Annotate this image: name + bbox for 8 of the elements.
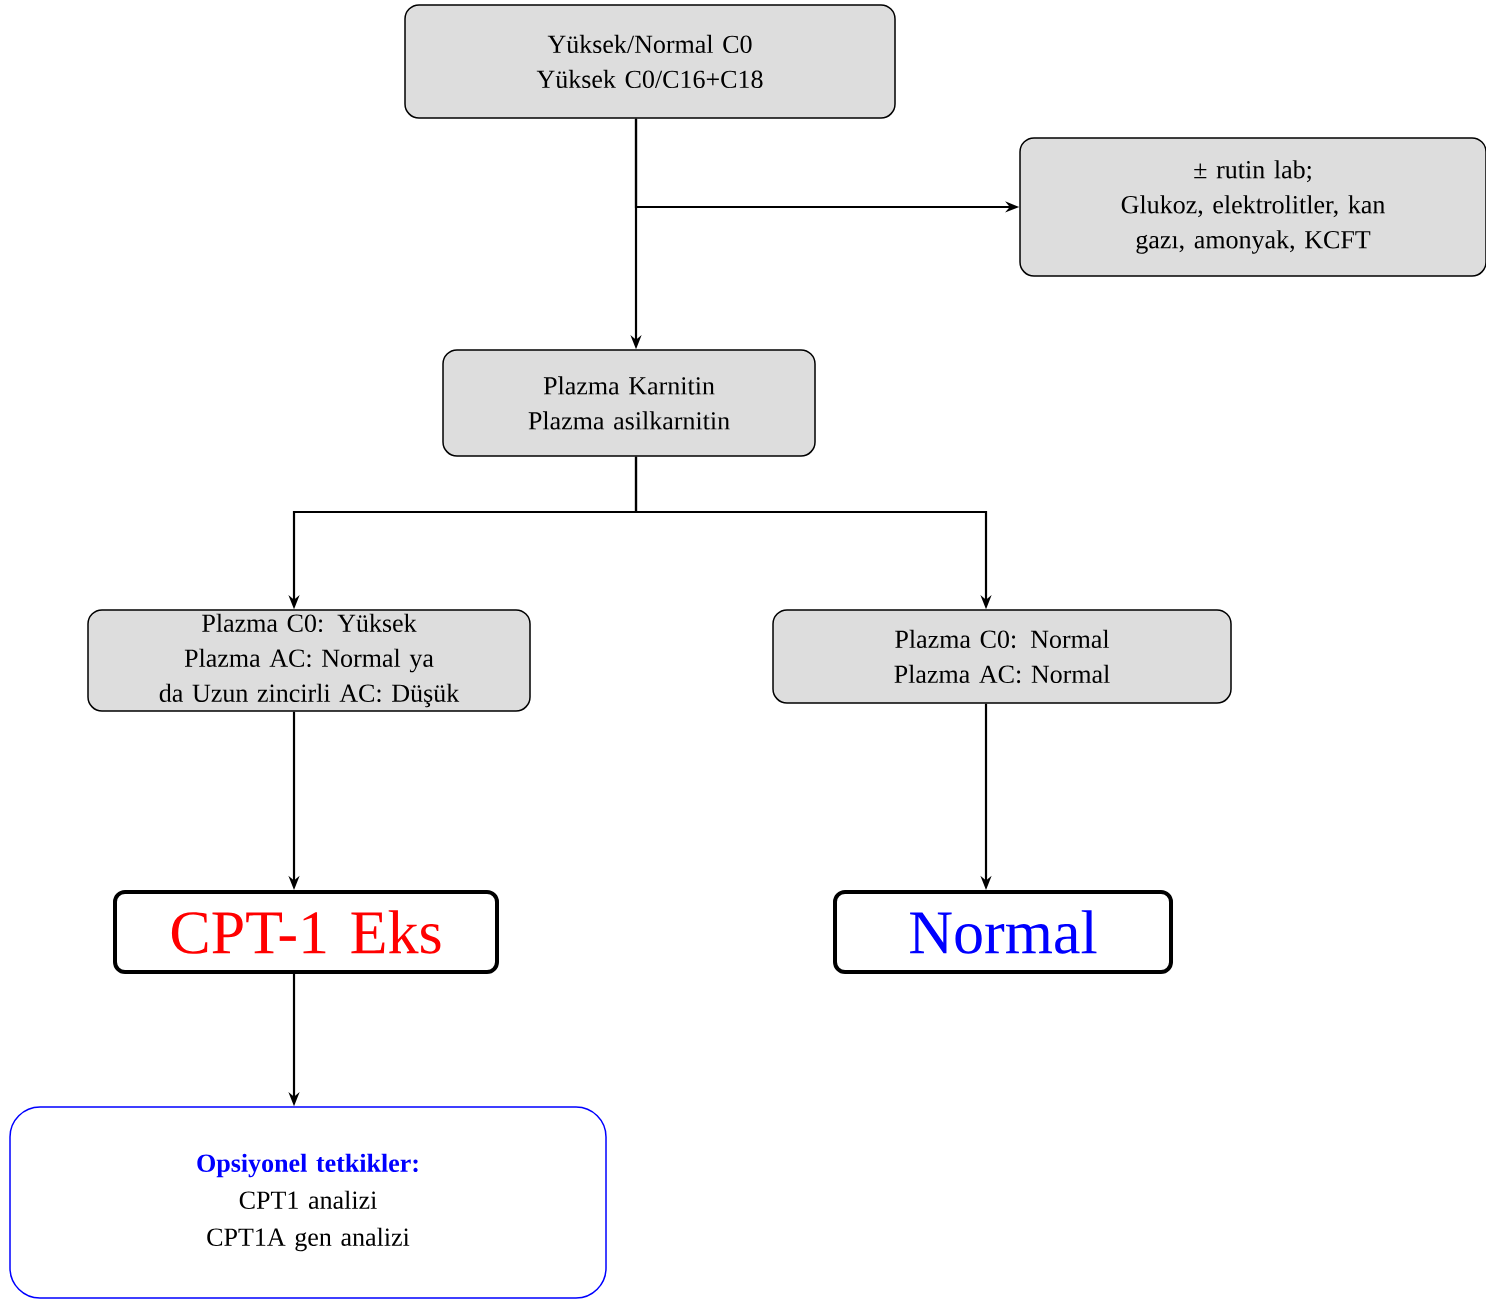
note-box: Opsiyonel tetkikler: CPT1 analizi CPT1A gen analizi bbox=[9, 1106, 607, 1299]
process-box: Plazma C0: Normal Plazma AC: Normal bbox=[772, 609, 1232, 704]
process-box: Yüksek/Normal C0 Yüksek C0/C16+C18 bbox=[404, 4, 896, 119]
process-box: Plazma Karnitin Plazma asilkarnitin bbox=[442, 349, 816, 457]
result-box: CPT-1 Eks bbox=[113, 890, 499, 974]
process-box: ± rutin lab; Glukoz, elektrolitler, kan gazı, amonyak, KCFT bbox=[1019, 137, 1486, 277]
result-box: Normal bbox=[833, 890, 1173, 974]
process-box: Plazma C0: Yüksek Plazma AC: Normal ya da Uzun zincirli AC: Düşük bbox=[87, 609, 531, 712]
